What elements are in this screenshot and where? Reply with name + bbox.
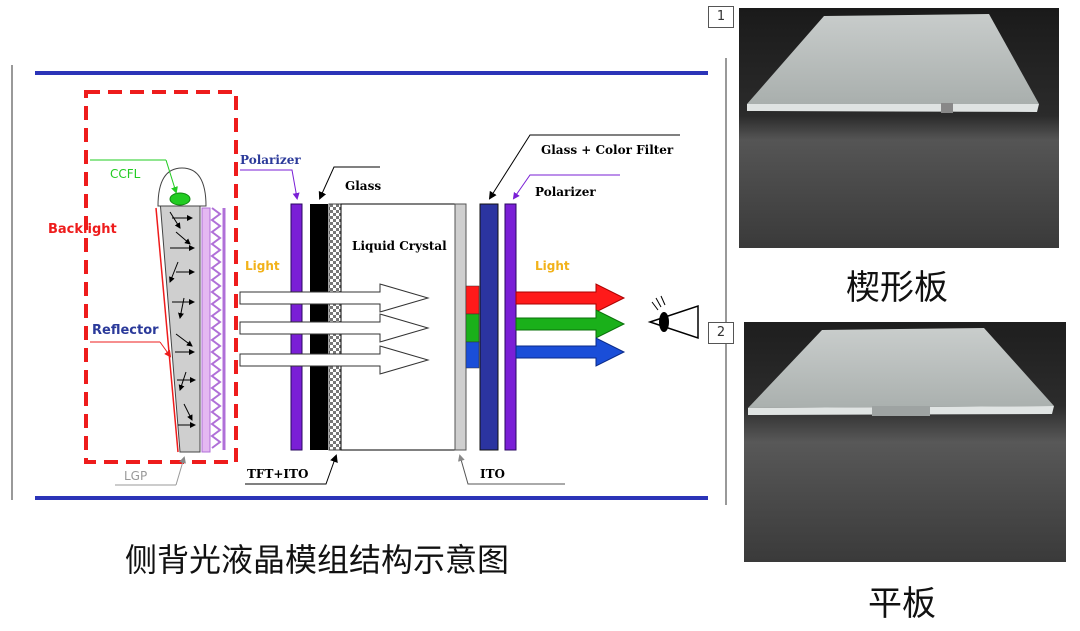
diagram-caption: 侧背光液晶模组结构示意图 [125,541,509,579]
lgp-label: LGP [124,469,147,483]
red-light-arrow [515,283,626,313]
wedge-plate-photo [739,8,1059,248]
eye-icon [647,295,699,340]
blue-light-arrow [515,337,626,367]
tft-ito-pointer [245,454,338,485]
color-filter-blue [465,341,480,369]
color-filter-red [465,285,480,315]
ccfl-lamp [169,192,191,206]
polarizer-right-pointer [512,174,620,200]
backlight-label: Backlight [48,222,117,237]
reflector-line [155,207,179,453]
backlight-dashed-box [84,90,238,464]
liquid-crystal-label: Liquid Crystal [352,239,447,253]
ito-pointer [458,454,565,485]
polarizer-left-pointer [240,169,300,200]
incoming-light-arrows [239,283,430,375]
photo-number-2: 2 [708,322,734,344]
lgp-internal-arrows [169,211,196,428]
ccfl-housing [157,167,207,207]
ccfl-label: CCFL [110,167,141,181]
light-right-label: Light [535,259,570,273]
green-light-arrow [515,309,626,339]
tft-ito-label: TFT+ITO [247,467,308,481]
flat-plate-photo [744,322,1066,562]
glass-color-filter-pointer [488,134,680,200]
polarizer-right-label: Polarizer [535,185,596,199]
glass-label: Glass [345,179,381,193]
wedge-plate-caption: 楔形板 [846,268,948,308]
right-polarizer [504,203,517,451]
reflector-label: Reflector [92,323,159,338]
ito-label: ITO [480,467,505,481]
glass-color-filter-label: Glass + Color Filter [541,143,674,157]
right-glass [479,203,499,451]
glass-pointer [318,166,380,200]
light-left-label: Light [245,259,280,273]
polarizer-left-label: Polarizer [240,153,301,167]
color-filter-green [465,313,480,343]
diffuser-film [201,207,211,453]
lcd-structure-diagram: CCFL Backlight Reflector LGP Polarizer G… [11,58,727,579]
ito-layer [454,203,467,451]
prism-film [210,207,222,449]
photo-number-1: 1 [708,6,734,28]
flat-plate-caption: 平板 [868,584,936,624]
